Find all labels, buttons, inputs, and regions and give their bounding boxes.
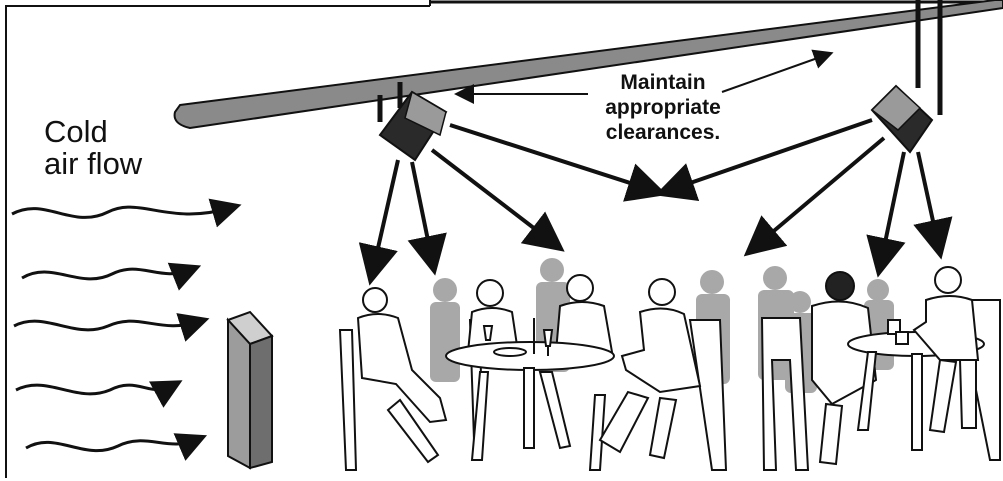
heat-arrows-left xyxy=(358,123,668,286)
heater-left xyxy=(377,82,448,162)
table-group-right xyxy=(760,266,1001,471)
heater-right xyxy=(870,0,943,154)
table-group-left xyxy=(338,274,728,471)
clearance-label-line1: Maintain xyxy=(620,71,706,94)
cold-air-label-line1: Cold xyxy=(44,114,108,149)
vent-pillar xyxy=(226,310,274,470)
clearance-label-line3: clearances. xyxy=(605,121,721,144)
cold-air-label-line2: air flow xyxy=(44,146,143,181)
clearance-arrow-right xyxy=(721,49,834,93)
cold-air-arrows xyxy=(11,198,242,461)
cold-air-flow-label: Cold air flow xyxy=(44,116,142,180)
frame-border xyxy=(5,0,431,478)
heat-arrows-right xyxy=(654,118,953,278)
clearance-label-line2: appropriate xyxy=(605,96,721,119)
clearance-label: Maintain appropriate clearances. xyxy=(578,70,748,145)
